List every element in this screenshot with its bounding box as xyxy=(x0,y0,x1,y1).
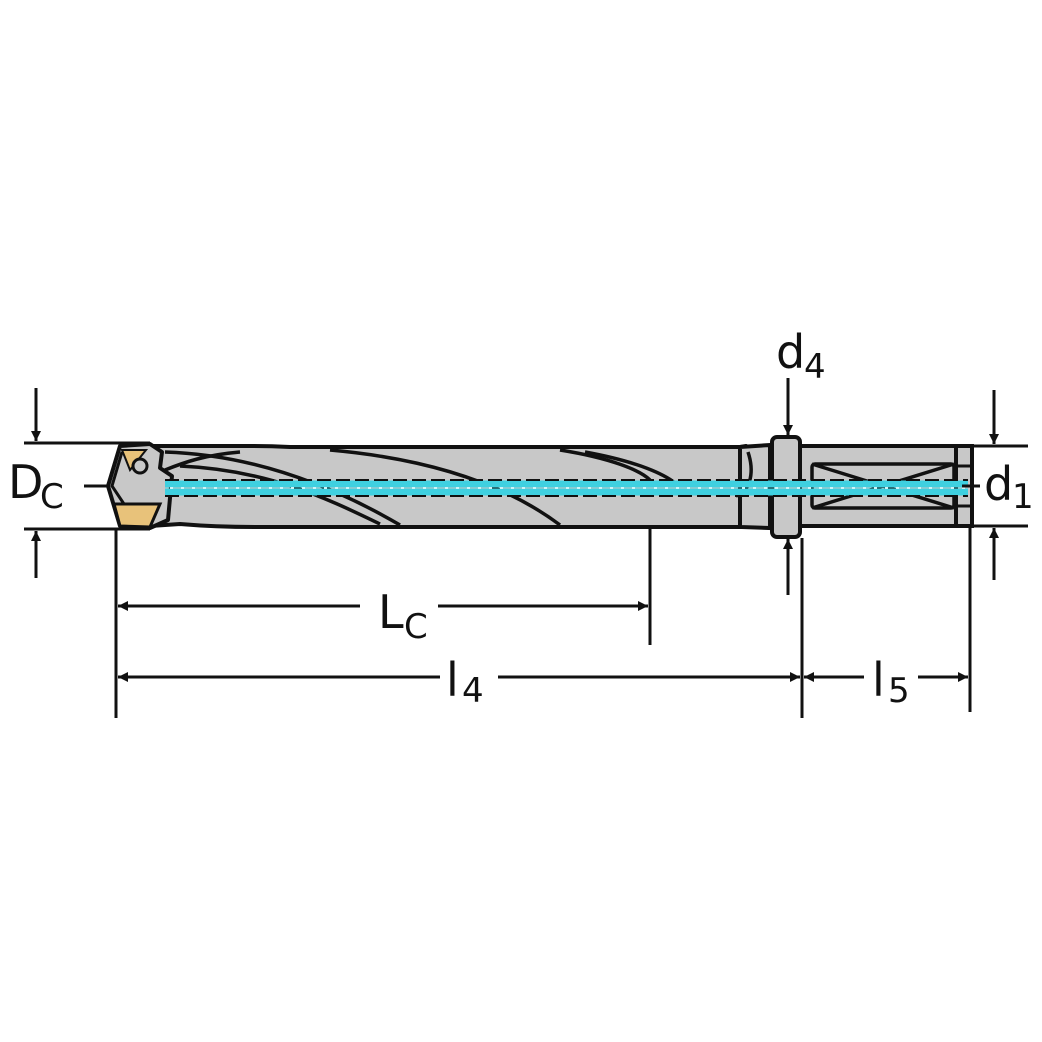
label-l4-sub: 4 xyxy=(462,671,484,711)
insert-screw-icon xyxy=(131,457,149,475)
label-l5-sub: 5 xyxy=(888,671,910,711)
label-l4-main: l xyxy=(446,653,459,707)
label-d4: d 4 xyxy=(776,325,826,387)
label-dc: D C xyxy=(8,455,64,517)
flute-lines xyxy=(164,448,677,527)
label-lc: L C xyxy=(378,585,428,647)
label-dc-sub: C xyxy=(40,477,64,517)
label-d4-main: d xyxy=(776,325,805,379)
coolant-channels xyxy=(165,479,968,497)
label-d1: d 1 xyxy=(984,457,1034,517)
dimension-arrows xyxy=(31,378,999,682)
extension-lines xyxy=(24,441,1028,718)
label-d4-sub: 4 xyxy=(804,347,826,387)
label-lc-sub: C xyxy=(404,607,428,647)
label-lc-main: L xyxy=(378,585,404,639)
drill-body xyxy=(106,435,974,539)
carbide-insert xyxy=(112,502,163,529)
label-l5-main: l xyxy=(872,653,885,707)
label-d1-sub: 1 xyxy=(1012,477,1034,517)
label-d1-main: d xyxy=(984,457,1013,511)
label-l4: l 4 xyxy=(446,653,484,711)
label-dc-main: D xyxy=(8,455,43,509)
label-l5: l 5 xyxy=(872,653,910,711)
